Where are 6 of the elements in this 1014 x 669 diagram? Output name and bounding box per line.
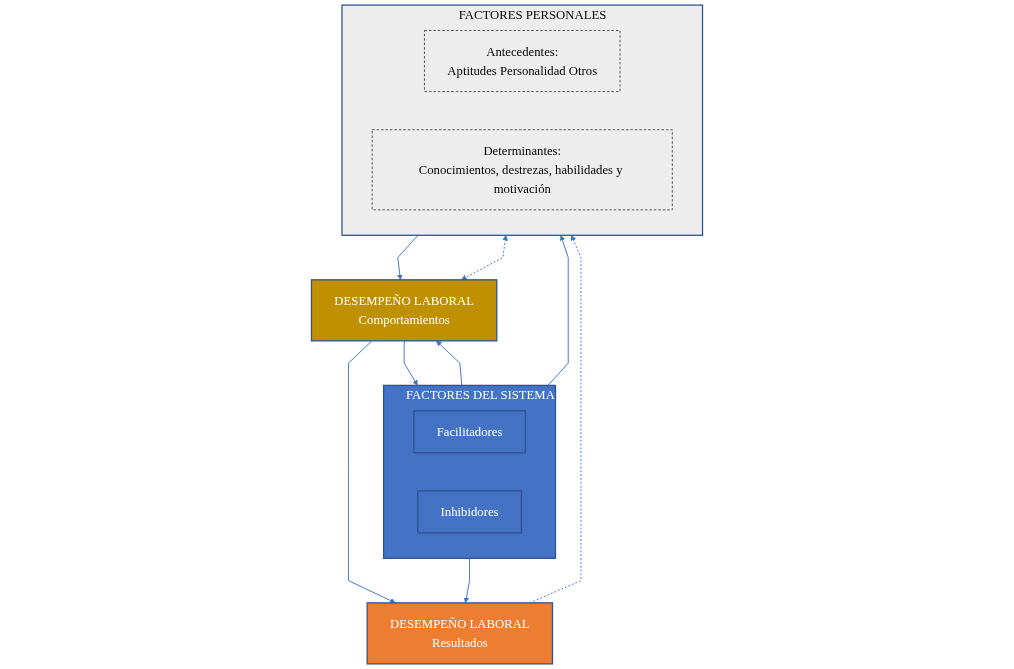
node-box: DESEMPEÑO LABORAL Comportamientos bbox=[310, 279, 498, 342]
node-box: Determinantes: Conocimientos, destrezas, habilidades y motivación bbox=[371, 129, 673, 211]
node-box: Antecedentes: Aptitudes Personalidad Otros bbox=[424, 30, 621, 92]
node-box: Facilitadores bbox=[413, 410, 526, 454]
node-box: Inhibidores bbox=[417, 490, 523, 534]
node-box: DESEMPEÑO LABORAL Resultados bbox=[366, 602, 554, 665]
